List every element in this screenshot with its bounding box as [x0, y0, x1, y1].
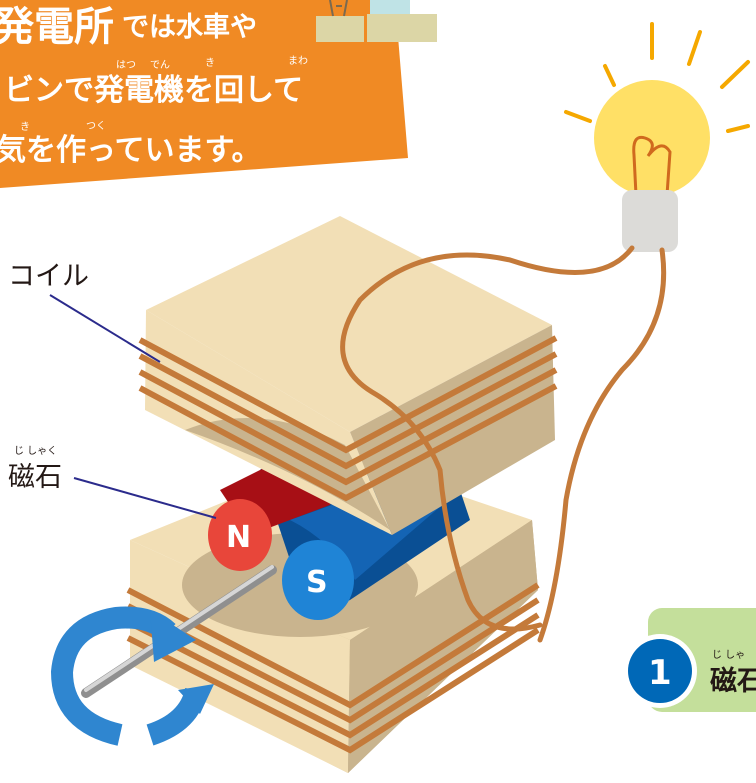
south-pole: S: [282, 540, 354, 620]
magnet-leader-line: [73, 477, 217, 519]
step-1-circle: [628, 639, 692, 703]
upper-coil-winding: [138, 335, 558, 502]
banner-background: [0, 0, 408, 188]
coil-label: コイル: [8, 261, 89, 292]
magnet-label: 磁石: [8, 462, 62, 493]
banner-line-2: ビンで発電機を回して: [4, 73, 303, 108]
ruby-hatsu: はつ: [116, 59, 136, 71]
step-1-text: 磁石: [710, 666, 756, 697]
power-plant-illustration: [316, 0, 437, 42]
coil-leader-line: [49, 294, 161, 363]
ruby-tsuku: つく: [86, 121, 106, 132]
rotation-arrow-icon: [50, 606, 214, 746]
light-bulb: [564, 22, 750, 252]
magnet-ruby: じ しゃく: [14, 445, 57, 457]
step-1-number: 1: [648, 653, 672, 693]
banner-title-big: 発電所: [0, 4, 114, 50]
coil-label-group: コイル: [8, 261, 161, 363]
banner-line-1: では水車や: [122, 12, 257, 43]
south-pole-label: S: [306, 565, 328, 600]
ruby-ki-2: き: [20, 121, 30, 133]
bulb-socket: [622, 190, 678, 252]
magnet-label-group: じ しゃく 磁石: [8, 445, 217, 519]
bulb-wires: [340, 245, 667, 643]
banner-line-3: 気を作っています。: [0, 133, 262, 168]
title-banner: 発電所 では水車や はつ でん き まわ ビンで発電機を回して き つく 気を作…: [0, 0, 408, 188]
ruby-den: でん: [150, 59, 170, 71]
filament: [632, 135, 672, 196]
north-pole-label: N: [226, 520, 251, 555]
step-1-box: 1 じ しゃ 磁石: [623, 608, 756, 712]
ruby-ki: き: [205, 57, 215, 69]
ruby-mawa: まわ: [288, 55, 308, 67]
light-rays: [564, 22, 750, 133]
step-1-ruby: じ しゃ: [712, 649, 745, 661]
bulb-glass: [594, 80, 710, 196]
upper-core: [138, 216, 558, 535]
north-pole: N: [208, 499, 272, 571]
lower-coil-winding: [126, 582, 540, 754]
